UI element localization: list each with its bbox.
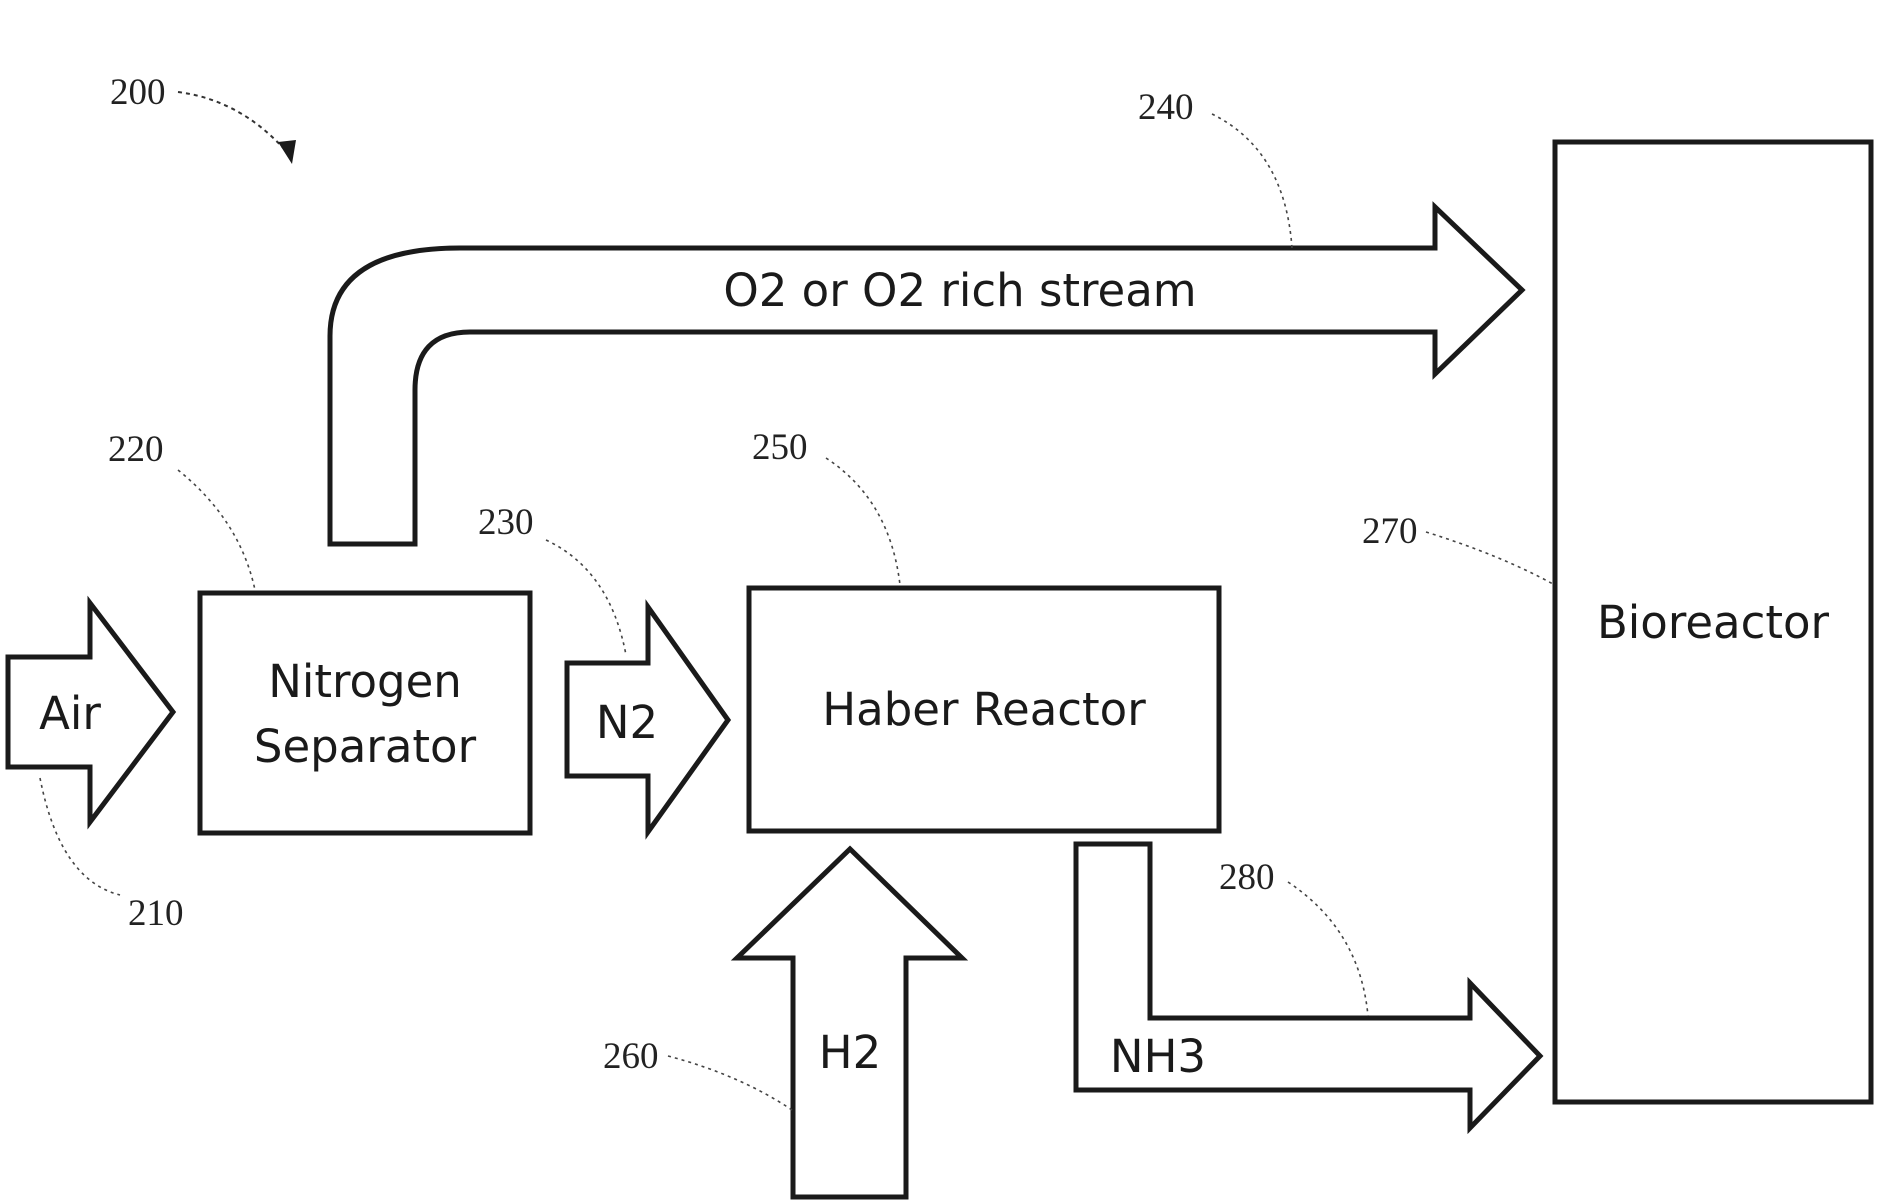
air-ref-label: 210 [128, 893, 184, 934]
n2-ref-label: 230 [478, 502, 534, 543]
nitrogen-separator-ref-label: 220 [108, 429, 164, 470]
nitrogen-separator-box [200, 593, 530, 833]
n2-stream-label: N2 [596, 696, 658, 749]
h2-ref-label: 260 [603, 1036, 659, 1077]
nitrogen-separator-label-line1: Nitrogen [268, 655, 462, 708]
air-stream-label: Air [39, 687, 101, 740]
figure-ref-arrowhead [278, 140, 296, 164]
n2-ref-leader [546, 540, 626, 655]
o2-stream-ref-label: 240 [1138, 87, 1194, 128]
nh3-ref-label: 280 [1219, 857, 1275, 898]
bioreactor-ref-leader [1426, 532, 1553, 584]
bioreactor-label: Bioreactor [1597, 596, 1830, 649]
o2-stream-label: O2 or O2 rich stream [723, 264, 1196, 317]
haber-reactor-ref-label: 250 [752, 427, 808, 468]
h2-stream-label: H2 [819, 1026, 881, 1079]
o2-stream-arrow [330, 207, 1522, 544]
bioreactor-ref-label: 270 [1362, 511, 1418, 552]
haber-reactor-ref-leader [826, 458, 900, 585]
figure-ref-leader [178, 92, 285, 150]
o2-stream-ref-leader [1212, 114, 1292, 248]
nitrogen-separator-label-line2: Separator [254, 720, 477, 773]
figure-ref-label: 200 [110, 72, 166, 113]
haber-reactor-label: Haber Reactor [822, 683, 1146, 736]
nitrogen-separator-ref-leader [178, 470, 255, 590]
h2-stream-arrow [737, 849, 962, 1197]
nh3-stream-arrow [1076, 844, 1540, 1128]
h2-ref-leader [668, 1056, 792, 1110]
nh3-stream-label: NH3 [1110, 1030, 1206, 1083]
nh3-ref-leader [1288, 882, 1368, 1016]
